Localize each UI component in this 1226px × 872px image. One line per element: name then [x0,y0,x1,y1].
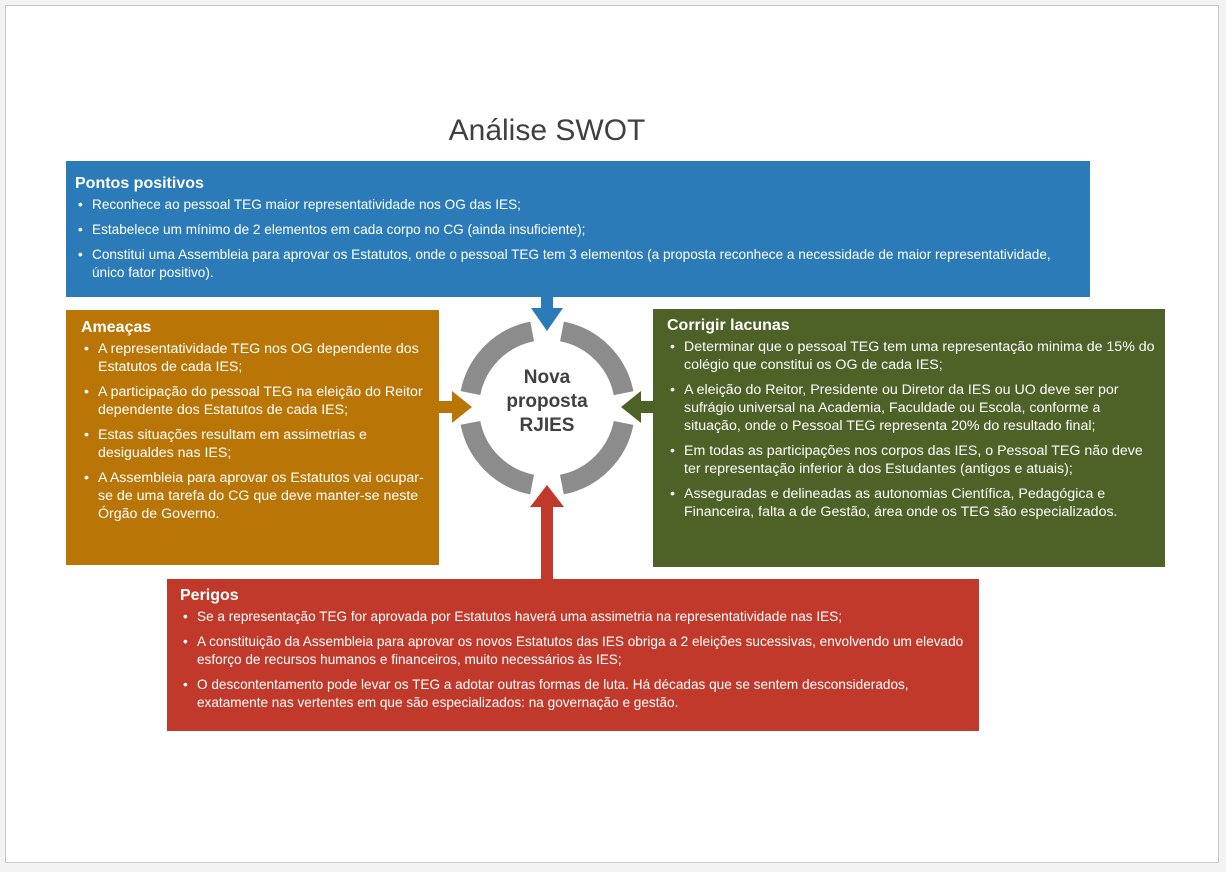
list-item: A representatividade TEG nos OG dependen… [81,340,429,376]
page-title: Análise SWOT [448,114,646,147]
list-item: A eleição do Reitor, Presidente ou Diret… [667,381,1157,435]
list-item: A participação do pessoal TEG na eleição… [81,383,429,419]
arrow-up-red-icon [530,485,564,580]
box-heading: Perigos [180,587,239,604]
list-item: Reconhece ao pessoal TEG maior represent… [75,196,1080,214]
list-item: Se a representação TEG for aprovada por … [180,608,971,626]
list-item: Constitui uma Assembleia para aprovar os… [75,246,1080,282]
list-item: O descontentamento pode levar os TEG a a… [180,676,971,712]
center-label: Nova proposta RJIES [487,366,607,438]
box-heading: Corrigir lacunas [667,317,790,334]
center-line: proposta [506,391,588,412]
list-item: A constituição da Assembleia para aprova… [180,633,971,669]
list-item: Em todas as participações nos corpos das… [667,442,1157,478]
box-heading: Ameaças [81,319,152,336]
arrow-left-green-icon [621,391,654,423]
center-line: RJIES [519,415,575,436]
list-item: Estabelece um mínimo de 2 elementos em c… [75,221,1080,239]
list-item: A Assembleia para aprovar os Estatutos v… [81,469,429,523]
box-perigos: Perigos Se a representação TEG for aprov… [167,579,979,731]
arrow-right-orange-icon [438,391,472,423]
list-item: Determinar que o pessoal TEG tem uma rep… [667,338,1157,374]
center-line: Nova [523,367,571,388]
list-item: Asseguradas e delineadas as autonomias C… [667,485,1157,521]
box-pontos-positivos: Pontos positivos Reconhece ao pessoal TE… [66,161,1090,297]
list-item: Estas situações resultam em assimetrias … [81,426,429,462]
box-corrigir-lacunas: Corrigir lacunas Determinar que o pessoa… [653,309,1165,567]
arrow-down-blue-icon [531,296,563,331]
box-ameacas: Ameaças A representatividade TEG nos OG … [66,310,439,565]
box-heading: Pontos positivos [75,175,204,192]
